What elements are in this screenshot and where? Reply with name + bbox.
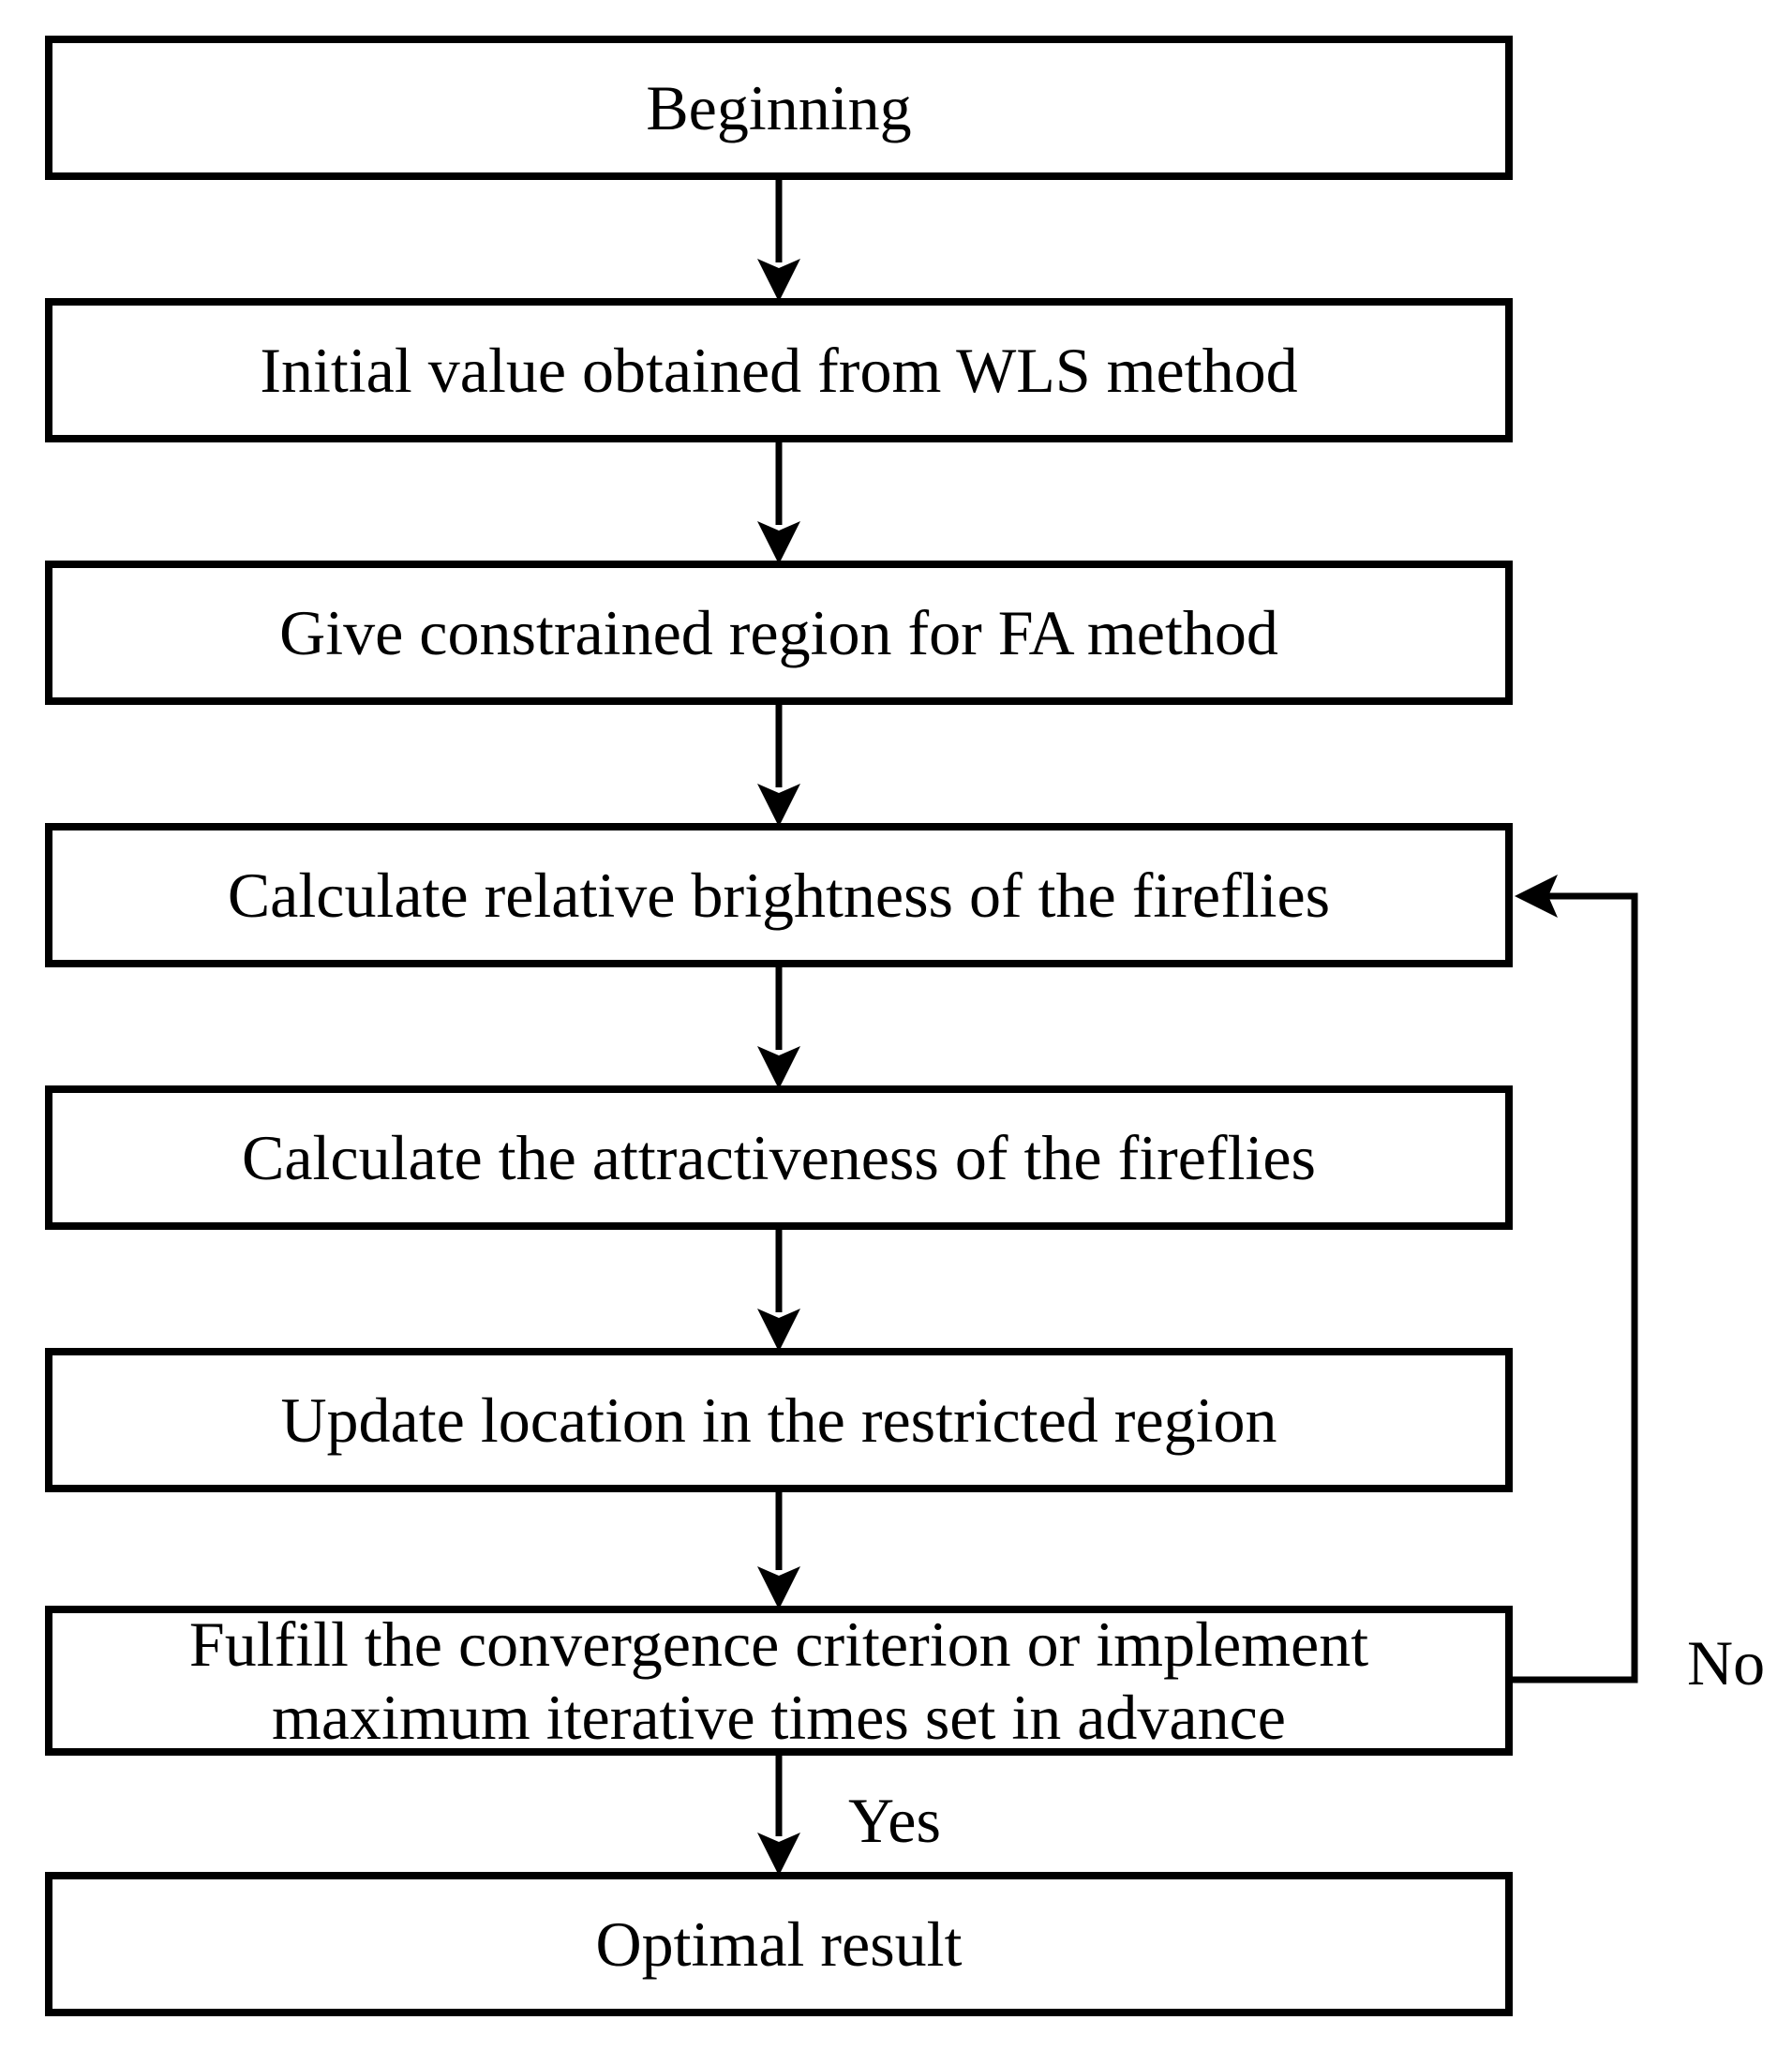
arrow-update-to-convergence [757,1490,800,1609]
loop-convergence-to-brightness-no [1509,875,1638,1683]
arrow-convergence-to-optimal-yes [757,1754,800,1876]
node-convergence-check: Fulfill the convergence criterion or imp… [45,1606,1513,1756]
loop-line [1509,892,1638,1683]
node-constrained-region-fa: Give constrained region for FA method [45,561,1513,705]
arrowhead-down-icon [757,521,800,564]
arrowhead-down-icon [757,1046,800,1089]
edge-label-yes: Yes [848,1785,941,1856]
arrowhead-down-icon [757,259,800,302]
arrow-initial-to-constrained [757,441,800,564]
node-beginning: Beginning [45,36,1513,180]
arrowhead-down-icon [757,1566,800,1609]
arrow-brightness-to-attractiveness [757,965,800,1089]
arrowhead-left-icon [1515,875,1558,918]
edge-label-no: No [1687,1627,1766,1698]
node-relative-brightness: Calculate relative brightness of the fir… [45,823,1513,967]
arrowhead-down-icon [757,1833,800,1876]
node-update-location: Update location in the restricted region [45,1348,1513,1492]
arrow-beginning-to-initial [757,176,800,302]
arrowhead-down-icon [757,1309,800,1352]
arrowhead-down-icon [757,784,800,827]
arrow-attractiveness-to-update [757,1228,800,1352]
node-attractiveness: Calculate the attractiveness of the fire… [45,1085,1513,1230]
node-initial-value-wls: Initial value obtained from WLS method [45,298,1513,442]
node-optimal-result: Optimal result [45,1872,1513,2016]
arrow-constrained-to-brightness [757,703,800,827]
